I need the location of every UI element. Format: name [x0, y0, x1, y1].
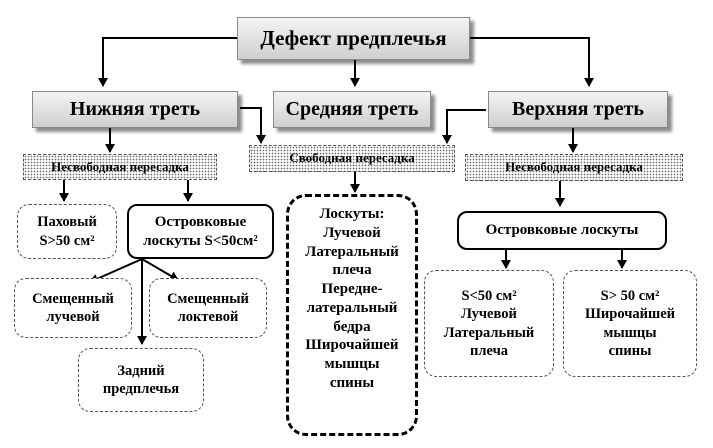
posterior-line2: предплечья [102, 381, 180, 397]
flaps-item-0: Лоскуты: [319, 206, 385, 222]
island-flaps-lower: Островковые лоскуты S<50см² [127, 204, 274, 259]
level-upper: Верхняя треть [488, 91, 668, 128]
inguinal-line1: Паховый [37, 214, 97, 231]
arrow-root-to-lower [98, 37, 237, 87]
flaps-item-2: Латеральный [305, 243, 399, 260]
root-label: Дефект предплечья [260, 26, 447, 51]
radial-line1: Смещенный [32, 290, 114, 307]
level-lower: Нижняя треть [32, 91, 238, 128]
level-upper-label: Верхняя треть [512, 98, 644, 120]
graft-lower-nonfree: Несвободная пересадка [23, 154, 217, 180]
small-item-2: Латеральный [443, 324, 535, 341]
ulnar-flap: Смещенный локтевой [149, 278, 267, 338]
large-item-1: Широчайшей [584, 306, 676, 323]
graft-upper-nonfree: Несвободная пересадка [465, 154, 683, 181]
graft-lower-nonfree-label: Несвободная пересадка [51, 158, 189, 174]
island-flaps-upper: Островковые лоскуты [457, 211, 667, 250]
large-item-3: спины [608, 342, 652, 359]
ulnar-line2: локтевой [177, 309, 239, 325]
flaps-item-9: спины [329, 374, 375, 391]
island-upper-label: Островковые лоскуты [485, 222, 639, 239]
large-item-2: мышцы [603, 324, 657, 341]
island-lower-line1: Островковые [154, 213, 247, 230]
flaps-item-7: Широчайшей [305, 337, 399, 354]
inguinal-line2: S>50 см² [39, 232, 95, 249]
root-node: Дефект предплечья [237, 17, 470, 60]
flaps-item-8: мышцы [324, 356, 380, 372]
flaps-item-6: бедра [333, 318, 371, 335]
small-item-0: S<50 см² [461, 288, 517, 305]
arrow-to-ulnar [141, 258, 179, 281]
island-lower-line2: лоскуты S<50см² [143, 232, 258, 249]
small-item-1: Лучевой [461, 306, 517, 323]
graft-middle-free-label: Свободная пересадка [289, 150, 415, 166]
small-area-flaps: S<50 см² Лучевой Латеральный плеча [424, 270, 554, 377]
flaps-item-4: Передне- [321, 281, 383, 297]
graft-middle-free: Свободная пересадка [249, 145, 455, 172]
arrow-upper-to-free [442, 109, 486, 144]
radial-line2: лучевой [46, 309, 100, 325]
posterior-line1: Задний [117, 362, 165, 379]
level-middle: Средняя треть [273, 91, 431, 128]
radial-flap: Смещенный лучевой [14, 278, 132, 338]
graft-upper-nonfree-label: Несвободная пересадка [505, 159, 643, 175]
inguinal-flap: Паховый S>50 см² [17, 204, 117, 259]
level-middle-label: Средняя треть [285, 98, 419, 120]
large-item-0: S> 50 см² [600, 288, 660, 305]
large-area-flaps: S> 50 см² Широчайшей мышцы спины [563, 270, 697, 377]
arrow-root-to-upper [470, 37, 594, 87]
free-flaps-list: Лоскуты: Лучевой Латеральный плеча Перед… [286, 194, 418, 436]
ulnar-line1: Смещенный [167, 290, 249, 307]
arrow-lower-to-free [240, 107, 266, 144]
flaps-item-3: плеча [332, 262, 372, 279]
small-item-3: плеча [470, 342, 508, 359]
posterior-forearm-flap: Задний предплечья [78, 348, 204, 412]
level-lower-label: Нижняя треть [69, 98, 201, 120]
flaps-item-5: латеральный [306, 299, 398, 316]
flaps-item-1: Лучевой [323, 224, 381, 241]
